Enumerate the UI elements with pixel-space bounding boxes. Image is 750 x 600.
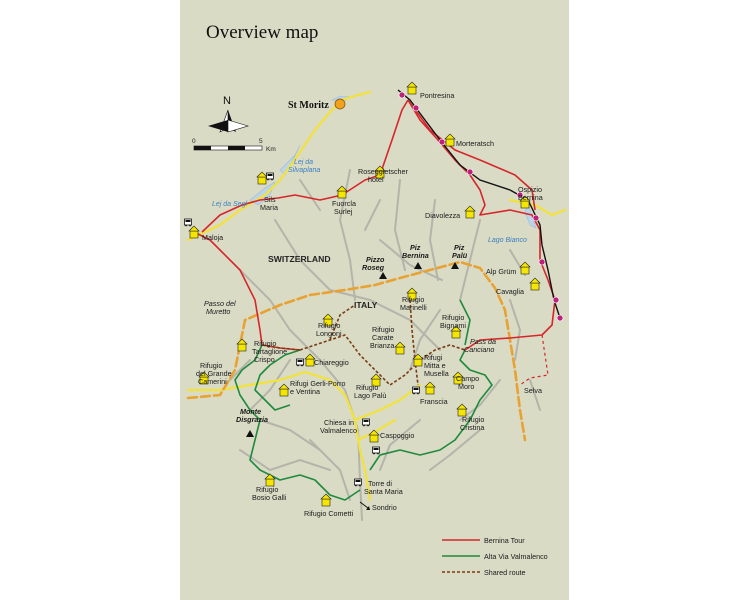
map-title: Overview map [206, 22, 318, 43]
st-moritz-label: St Moritz [288, 100, 329, 111]
river-network [229, 169, 541, 521]
route-alta-via [234, 299, 493, 501]
label-selva: Selva [524, 386, 542, 395]
town-st-moritz: St Moritz [288, 98, 346, 111]
overview-map: Overview map [184, 22, 567, 577]
label-cavaglia: Cavaglia [496, 287, 524, 296]
legend-label-alta-via: Alta Via Valmalenco [484, 552, 548, 561]
route-bernina-tour [193, 99, 556, 351]
route-shared [261, 299, 466, 386]
country-switzerland: SWITZERLAND [268, 254, 331, 264]
label-maloja: Maloja [202, 233, 223, 242]
lake-bianco-label: Lago Bianco [488, 237, 527, 244]
label-caspoggio: Caspoggio [380, 431, 414, 440]
scale-bar: 0 5 Km [192, 138, 276, 153]
scale-start: 0 [192, 138, 196, 145]
label-sondrio: Sondrio [372, 503, 397, 512]
legend: Bernina Tour Alta Via Valmalenco Shared … [442, 536, 548, 577]
label-cometti: Rifugio Cometti [304, 509, 354, 518]
label-morteratsch: Morteratsch [456, 139, 494, 148]
compass: N [208, 95, 250, 133]
lake-segl-label: Lej da Segl [212, 201, 247, 208]
country-italy: ITALY [354, 300, 378, 310]
label-chiareggio: Chiareggio [314, 358, 349, 367]
railway [397, 89, 561, 319]
roads [186, 90, 567, 502]
scale-unit: Km [266, 146, 276, 153]
label-alp-grum: Alp Grüm [486, 267, 516, 276]
label-franscia: Franscia [420, 397, 448, 406]
label-pontresina: Pontresina [420, 91, 454, 100]
north-label: N [223, 95, 231, 107]
legend-label-shared: Shared route [484, 568, 526, 577]
map-panel: Overview map [180, 0, 569, 600]
sondrio-arrow-icon [359, 501, 370, 510]
label-diavolezza: Diavolezza [425, 211, 460, 220]
legend-label-bernina: Bernina Tour [484, 536, 525, 545]
scale-end: 5 [259, 138, 263, 145]
route-selva [519, 334, 549, 386]
